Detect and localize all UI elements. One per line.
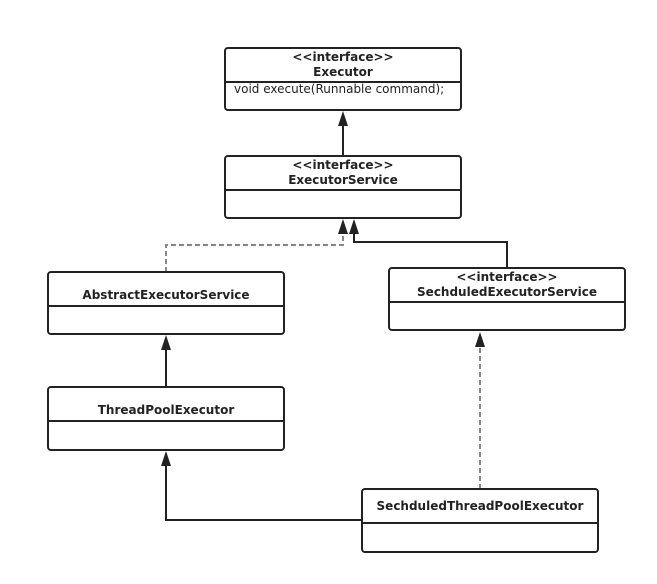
class-abstract-executor-service: AbstractExecutorService — [47, 271, 285, 335]
stereotype-label: <<interface>> — [456, 270, 558, 284]
arrowhead-threadpool — [161, 451, 171, 466]
compartment-divider — [363, 522, 597, 524]
class-executor: <<interface>> Executor void execute(Runn… — [224, 47, 462, 111]
compartment-divider — [226, 81, 460, 83]
class-name: SechduledExecutorService — [417, 285, 597, 299]
edge-scheduledservice-executorservice — [353, 232, 508, 268]
class-thread-pool-executor: ThreadPoolExecutor — [47, 386, 285, 451]
class-name: AbstractExecutorService — [82, 288, 250, 302]
compartment-divider — [226, 189, 460, 191]
class-header: <<interface>> Executor — [226, 50, 460, 80]
class-scheduled-executor-service: <<interface>> SechduledExecutorService — [388, 267, 626, 331]
class-header: <<interface>> ExecutorService — [226, 158, 460, 188]
class-name: Executor — [313, 65, 373, 79]
edge-abstract-executorservice — [165, 232, 344, 272]
compartment-divider — [49, 420, 283, 422]
class-name: ExecutorService — [288, 173, 398, 187]
class-scheduled-thread-pool-executor: SechduledThreadPoolExecutor — [361, 488, 599, 553]
class-header: <<interface>> SechduledExecutorService — [390, 270, 624, 300]
stereotype-label: <<interface>> — [292, 158, 394, 172]
arrowhead-executor — [338, 111, 348, 126]
arrowhead-scheduledservice — [475, 332, 485, 347]
class-name: ThreadPoolExecutor — [97, 403, 235, 417]
compartment-divider — [390, 301, 624, 303]
class-name: SechduledThreadPoolExecutor — [376, 499, 584, 513]
class-executor-service: <<interface>> ExecutorService — [224, 155, 462, 219]
arrowhead-executorservice-left — [338, 219, 348, 234]
arrowhead-abstract — [161, 335, 171, 350]
compartment-divider — [49, 305, 283, 307]
edge-scheduledpool-threadpool — [165, 465, 362, 521]
method-text: void execute(Runnable command); — [234, 82, 445, 96]
stereotype-label: <<interface>> — [292, 50, 394, 64]
arrowhead-executorservice-right — [349, 219, 359, 234]
